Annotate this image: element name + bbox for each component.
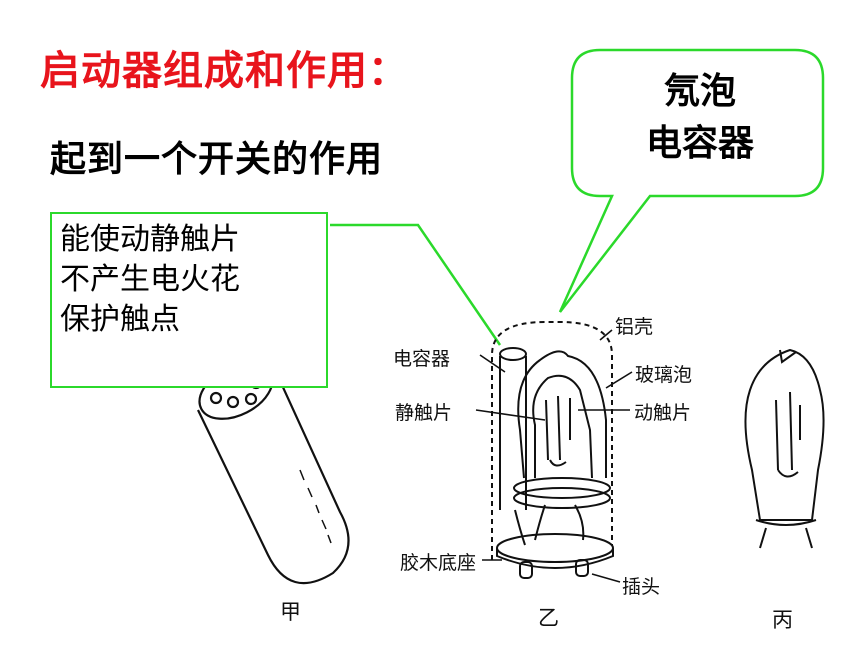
- caption-c: 丙: [772, 608, 793, 632]
- callout-left-box: 能使动静触片 不产生电火花 保护触点: [50, 212, 328, 388]
- callout-left-line: 能使动静触片: [60, 222, 240, 257]
- label-aluminum-shell: 铝壳: [615, 316, 654, 338]
- speech-bubble-text: 氖泡 电容器: [605, 66, 795, 170]
- speech-bubble-line: 氖泡: [663, 71, 736, 112]
- label-plug: 插头: [622, 576, 661, 598]
- label-leaders: [475, 329, 633, 583]
- speech-bubble-right: [558, 48, 825, 313]
- label-capacitor: 电容器: [393, 348, 451, 370]
- neon-bulb: [744, 348, 825, 549]
- label-bakelite-base: 胶木底座: [400, 552, 477, 574]
- label-static-contact: 静触片: [395, 402, 453, 424]
- caption-a: 甲: [280, 600, 301, 624]
- callout-left-pointer: [330, 223, 502, 346]
- page-title: 启动器组成和作用：: [40, 48, 409, 94]
- callout-left-line: 保护触点: [60, 302, 180, 337]
- page-subtitle: 起到一个开关的作用: [50, 139, 384, 180]
- speech-bubble-line: 电容器: [645, 123, 754, 164]
- callout-left-line: 不产生电火花: [60, 262, 240, 297]
- label-moving-contact: 动触片: [634, 402, 692, 424]
- caption-b: 乙: [538, 606, 559, 630]
- label-glass-bulb: 玻璃泡: [635, 364, 693, 386]
- starter-cutaway: [491, 321, 614, 579]
